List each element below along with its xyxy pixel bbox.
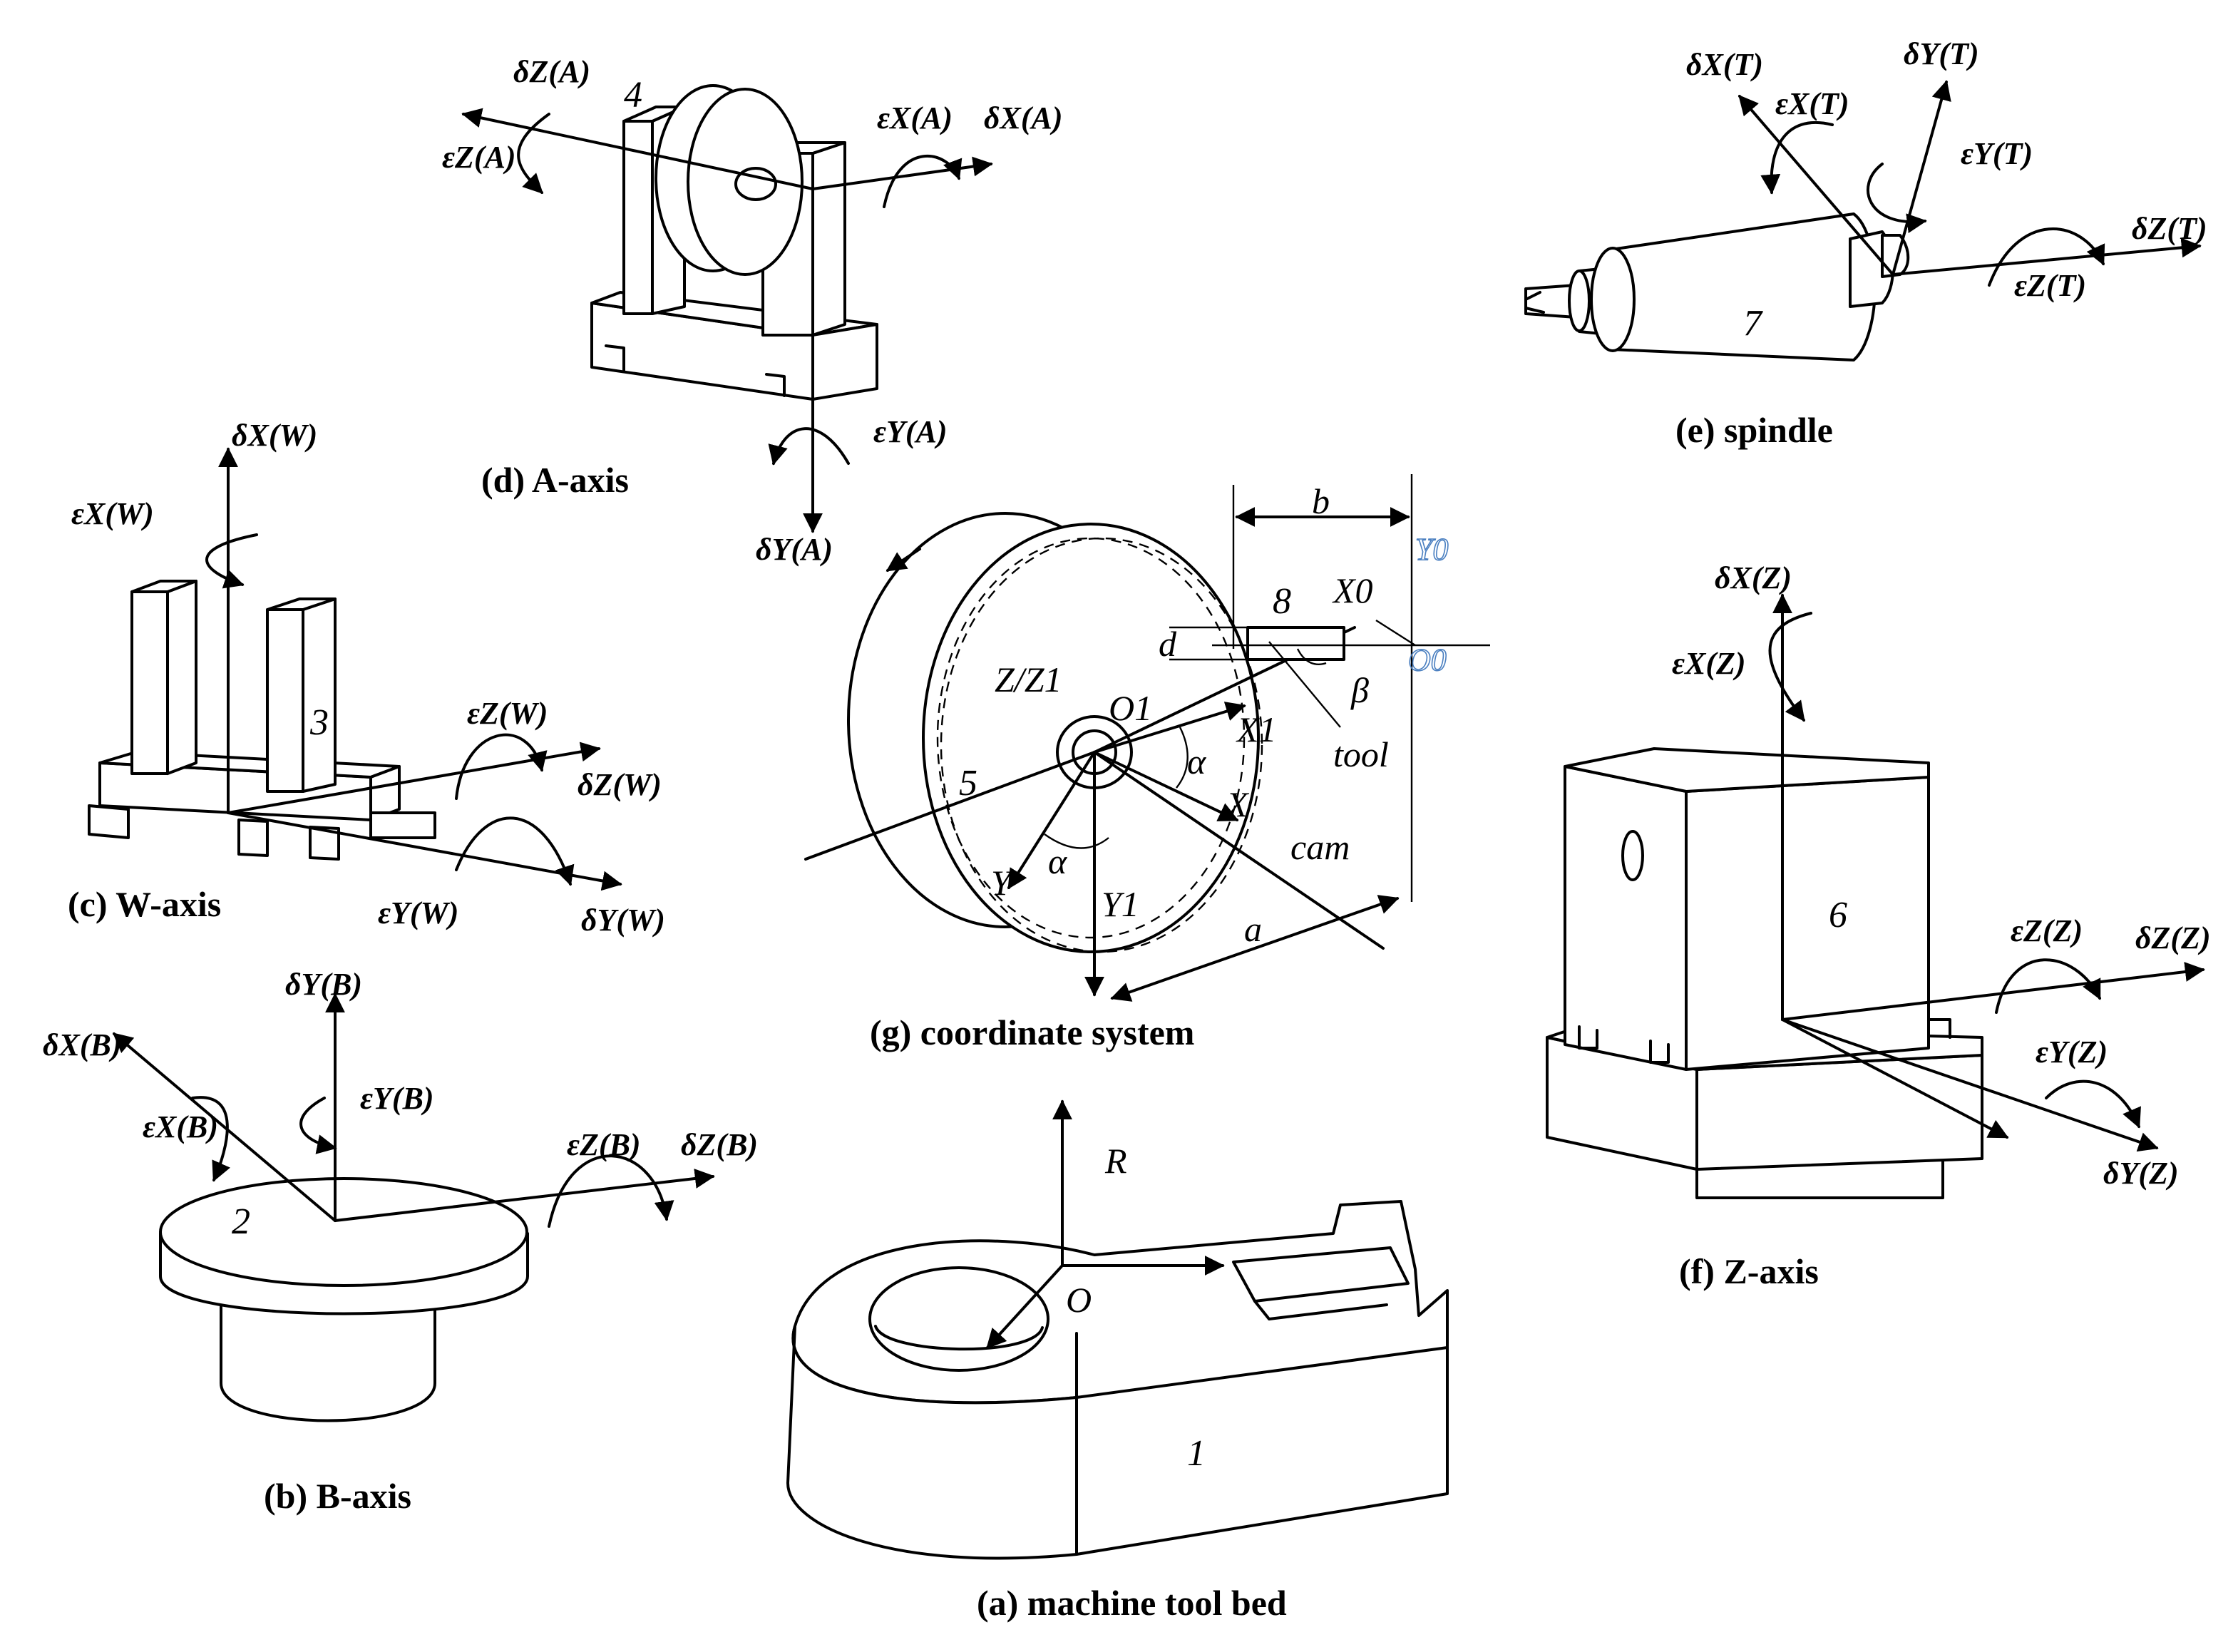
bed-label-r: R	[1104, 1141, 1127, 1181]
w-axis-dz-label: δZ(W)	[578, 767, 662, 802]
part-number-5: 5	[959, 763, 977, 804]
coordinate-system-drawing	[804, 474, 1490, 1002]
label-beta: β	[1350, 670, 1369, 710]
z-axis-ez-label: εZ(Z)	[2011, 913, 2083, 948]
caption-c: (c) W-axis	[68, 884, 221, 924]
w-axis-dy-label: δY(W)	[581, 903, 665, 938]
a-axis-dx-label: δX(A)	[984, 101, 1063, 135]
label-y1: Y1	[1102, 884, 1139, 924]
label-alpha-upper: α	[1187, 742, 1207, 781]
b-axis-dz-label: δZ(B)	[681, 1127, 758, 1162]
label-o1: O1	[1109, 688, 1152, 728]
spindle-ez-label: εZ(T)	[2014, 268, 2086, 303]
label-d: d	[1159, 624, 1177, 664]
w-axis-drawing	[88, 447, 622, 891]
spindle-drawing	[1524, 80, 2202, 361]
label-y: Y	[991, 863, 1015, 903]
w-axis-dx-label: δX(W)	[232, 418, 317, 453]
bed-drawing	[786, 1099, 1449, 1560]
label-alpha-lower: α	[1048, 841, 1068, 881]
part-number-3: 3	[309, 702, 329, 743]
part-number-7: 7	[1743, 303, 1763, 344]
label-y0: Y0	[1415, 532, 1448, 567]
bed-label-o: O	[1066, 1280, 1092, 1320]
z-axis-dy-label: δY(Z)	[2103, 1156, 2179, 1191]
part-number-1: 1	[1187, 1433, 1206, 1474]
a-axis-dy-label: δY(A)	[756, 532, 833, 567]
label-x: X	[1225, 784, 1250, 824]
b-axis-ex-label: εX(B)	[143, 1109, 218, 1144]
a-axis-ex-label: εX(A)	[877, 101, 953, 135]
part-number-4: 4	[624, 75, 642, 116]
part-number-8: 8	[1273, 581, 1291, 622]
label-x0: X0	[1332, 570, 1373, 610]
b-axis-ez-label: εZ(B)	[567, 1127, 641, 1162]
label-tool: tool	[1333, 734, 1389, 774]
spindle-ey-label: εY(T)	[1961, 136, 2033, 171]
z-axis-ex-label: εX(Z)	[1672, 646, 1746, 681]
spindle-dz-label: δZ(T)	[2132, 211, 2207, 246]
bed-axis-y-arrow	[986, 1264, 1064, 1350]
z-axis-drawing	[1546, 593, 2205, 1199]
b-axis-dy-label: δY(B)	[285, 967, 362, 1002]
spindle-dx-label: δX(T)	[1686, 47, 1763, 82]
spindle-dy-label: δY(T)	[1904, 36, 1979, 71]
caption-d: (d) A-axis	[481, 460, 629, 500]
caption-b: (b) B-axis	[264, 1476, 411, 1516]
caption-f: (f) Z-axis	[1679, 1251, 1819, 1291]
a-axis-drawing	[461, 84, 993, 533]
caption-e: (e) spindle	[1675, 410, 1833, 450]
label-a: a	[1244, 909, 1262, 949]
part-number-6: 6	[1829, 895, 1847, 935]
label-cam: cam	[1290, 827, 1350, 867]
w-axis-ex-label: εX(W)	[71, 496, 154, 531]
label-b: b	[1312, 481, 1330, 521]
label-x1: X1	[1236, 709, 1277, 749]
part-number-2: 2	[232, 1201, 250, 1242]
label-o0: O0	[1408, 642, 1447, 677]
z-axis-ey-label: εY(Z)	[2036, 1035, 2108, 1069]
a-axis-ey-label: εY(A)	[873, 414, 948, 449]
b-axis-ey-label: εY(B)	[360, 1081, 434, 1116]
b-axis-dx-label: δX(B)	[43, 1027, 122, 1062]
caption-g: (g) coordinate system	[870, 1012, 1194, 1052]
a-axis-dz-label: δZ(A)	[513, 54, 590, 89]
w-axis-ey-label: εY(W)	[378, 896, 458, 930]
a-axis-ez-label: εZ(A)	[442, 140, 516, 175]
z-axis-dz-label: δZ(Z)	[2135, 920, 2211, 955]
w-axis-ez-label: εZ(W)	[467, 696, 548, 731]
label-z-z1: Z/Z1	[995, 660, 1062, 699]
z-axis-dx-label: δX(Z)	[1715, 560, 1792, 595]
b-axis-drawing	[112, 992, 715, 1422]
caption-a: (a) machine tool bed	[977, 1583, 1287, 1623]
spindle-ex-label: εX(T)	[1775, 86, 1849, 121]
